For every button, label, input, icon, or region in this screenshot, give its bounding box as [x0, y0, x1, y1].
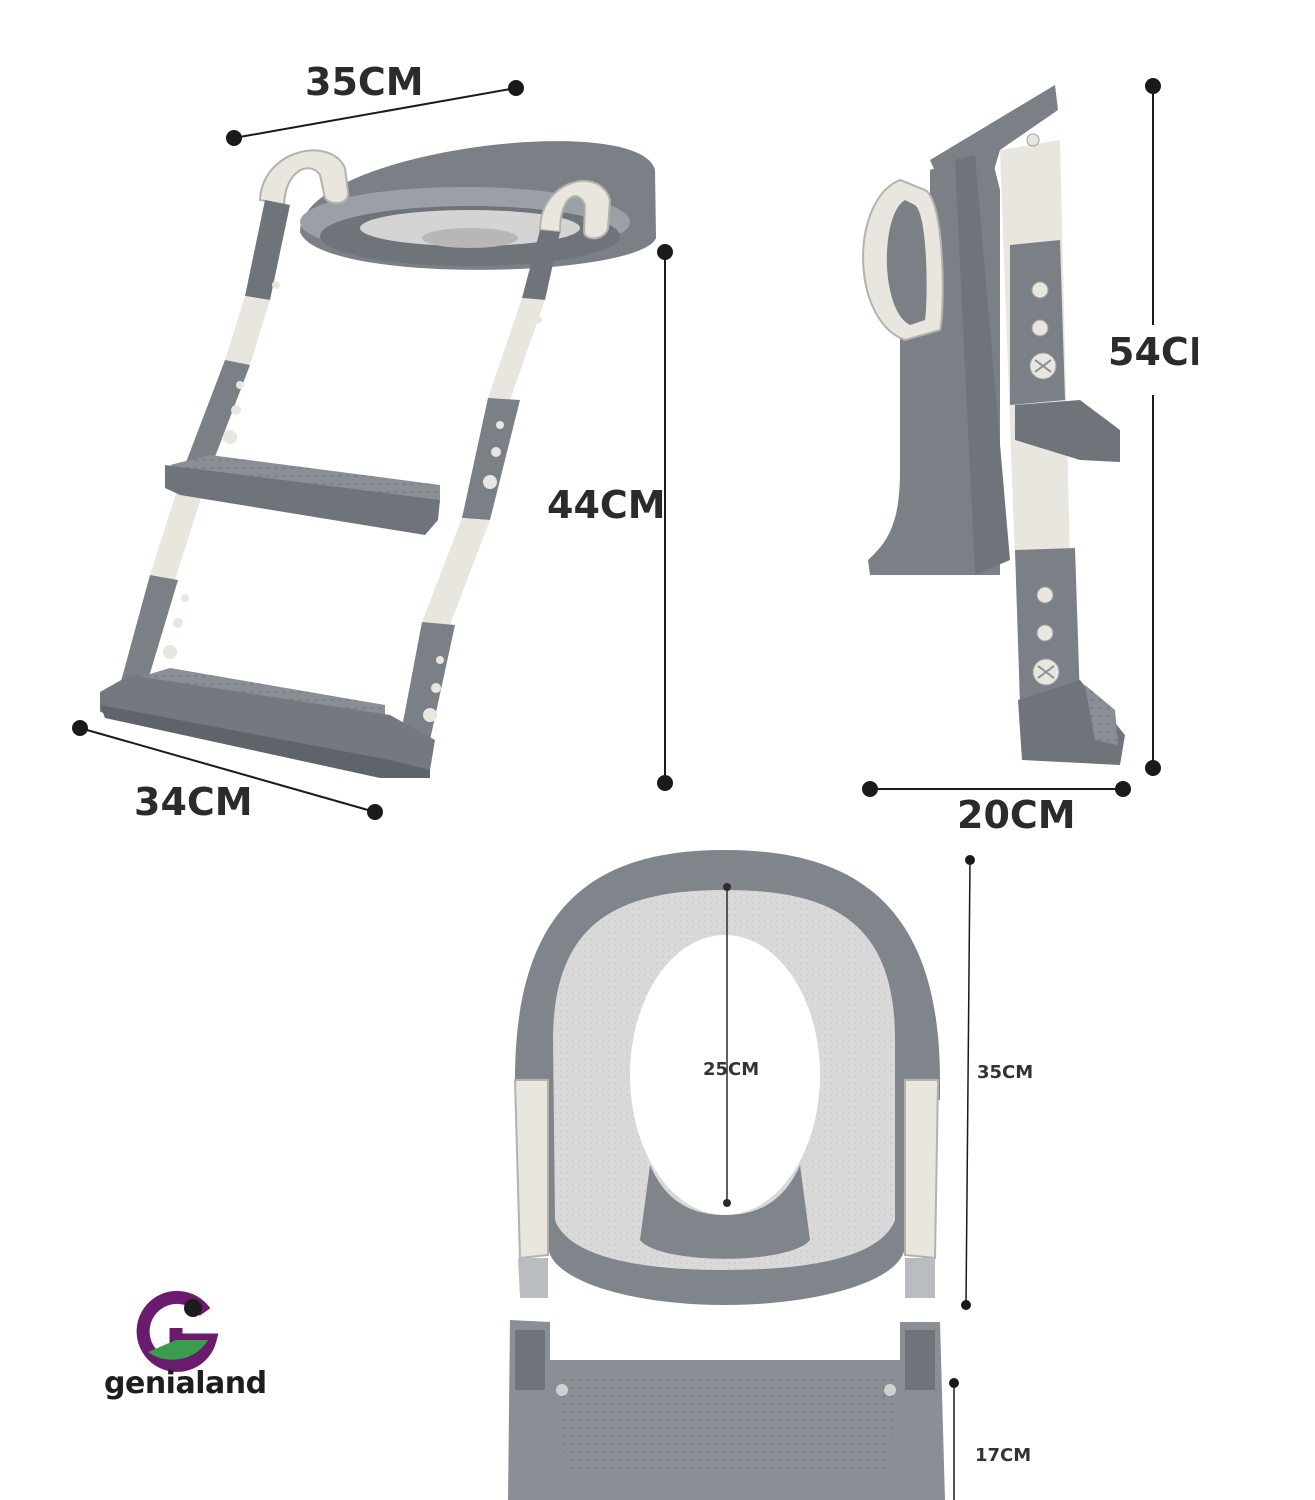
- dim-side-height: 54CM: [1108, 330, 1198, 374]
- dim-seat-opening: 25CM: [703, 1059, 760, 1080]
- brand-logo: [136, 1290, 219, 1372]
- dim-ladder-bottom-width: 34CM: [134, 780, 253, 824]
- dimension-lines: [72, 78, 1161, 1500]
- dim-ladder-height: 44CM: [547, 483, 666, 527]
- brand-name: genialand: [104, 1366, 267, 1401]
- ladder-front-view: [100, 141, 656, 778]
- dim-seat-length: 35CM: [977, 1062, 1034, 1083]
- dim-side-depth: 20CM: [957, 793, 1076, 837]
- seat-top-view: [513, 850, 940, 1305]
- dim-ladder-top-width: 35CM: [305, 60, 424, 104]
- step-bottom-view: [508, 1320, 945, 1500]
- dim-step-height: 17CM: [975, 1445, 1032, 1466]
- ladder-side-view: [862, 85, 1125, 765]
